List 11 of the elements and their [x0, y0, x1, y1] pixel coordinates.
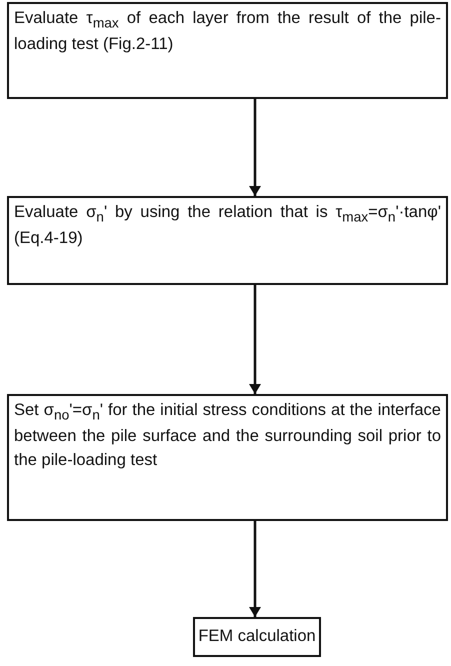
process-box — [193, 617, 321, 657]
box-text: Set σ$_{no}$'=σ$_{n}$' for the initial stress conditions at the interface between the pile surface and the surrounding soil prior to the pile-loading test — [14, 400, 441, 472]
arrow — [249, 285, 261, 394]
box-text: Evaluate σ$_{n}$' by using the relation that is τ$_{max}$=σ$_{n}$'·tanφ' (Eq.4-19) — [14, 202, 441, 250]
process-box — [7, 394, 448, 521]
process-box — [7, 2, 448, 99]
box-text: FEM calculation — [198, 626, 316, 648]
arrow — [249, 99, 261, 196]
arrow — [249, 521, 261, 617]
process-box — [7, 196, 448, 285]
box-text: Evaluate τ$_{max}$ of each layer from the result of the pile-loading test (Fig.2-11) — [14, 8, 441, 56]
